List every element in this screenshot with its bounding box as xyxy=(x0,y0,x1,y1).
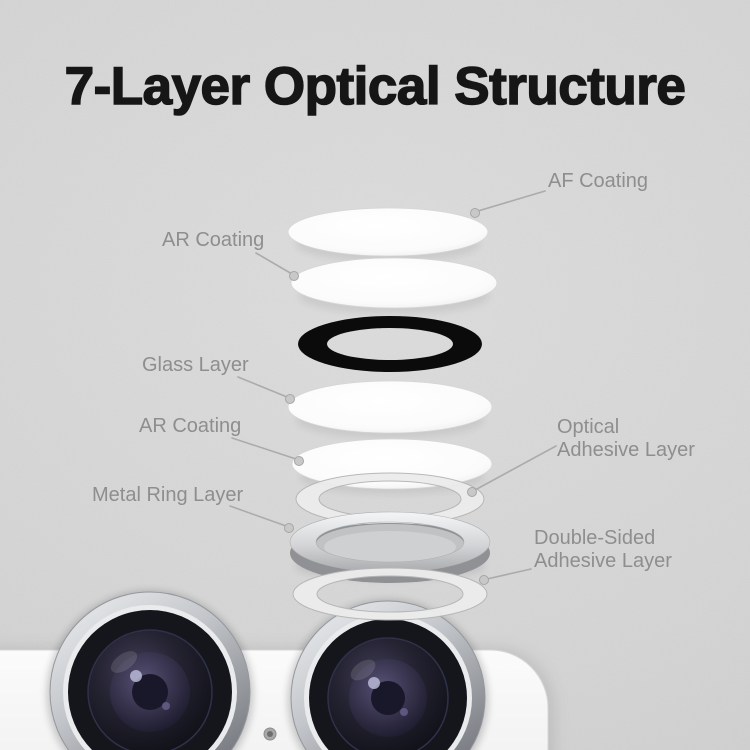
camera-lens-left xyxy=(47,591,253,750)
leader-glass-layer xyxy=(237,376,295,404)
lens-highlight xyxy=(130,670,142,682)
leader-double-sided-adhesive xyxy=(479,568,532,585)
leader-metal-ring xyxy=(229,505,294,533)
lens-reflection xyxy=(162,702,170,710)
label-ar-coating-mid: AR Coating xyxy=(139,415,242,437)
page-title: 7-Layer Optical Structure xyxy=(64,56,687,117)
label-optical-adhesive: Optical Adhesive Layer xyxy=(557,416,695,462)
af-coating-disc xyxy=(287,207,489,262)
ar-coating-top-disc xyxy=(290,257,498,314)
leader-ar-coating-mid xyxy=(231,437,304,466)
microphone-hole xyxy=(263,727,277,741)
double-sided-adhesive-ring xyxy=(292,567,488,621)
leader-optical-adhesive xyxy=(467,445,557,497)
label-line: Double-Sided xyxy=(534,527,656,549)
glass-layer-disc xyxy=(287,380,493,438)
label-double-sided-adhesive: Double-Sided Adhesive Layer xyxy=(534,527,672,573)
leader-ar-coating-top xyxy=(255,252,299,281)
leader-af-coating xyxy=(470,190,546,218)
lens-glare xyxy=(350,659,376,681)
label-metal-ring-layer: Metal Ring Layer xyxy=(92,484,244,506)
lens-center xyxy=(371,681,405,715)
lens-reflection xyxy=(400,708,408,716)
label-line: Optical xyxy=(557,416,620,438)
label-line: Adhesive Layer xyxy=(557,439,695,461)
glass-layer-black-ring xyxy=(298,316,482,372)
lens-highlight xyxy=(368,677,380,689)
label-ar-coating-top: AR Coating xyxy=(162,229,265,251)
label-glass-layer: Glass Layer xyxy=(142,354,249,376)
camera-lens-right xyxy=(288,600,488,750)
lens-glare xyxy=(110,651,138,673)
label-af-coating: AF Coating xyxy=(548,170,649,192)
lens-center xyxy=(132,674,168,710)
label-line: Adhesive Layer xyxy=(534,550,672,572)
